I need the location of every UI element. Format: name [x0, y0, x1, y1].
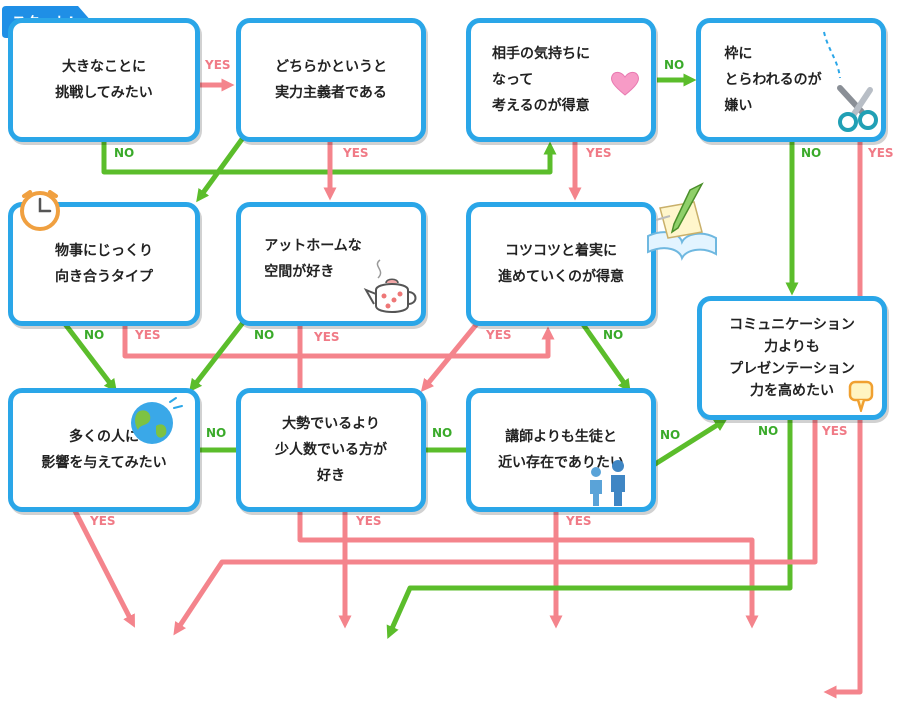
yes-label: YES	[822, 424, 848, 438]
question-text: 枠に とらわれるのが 嫌い	[724, 46, 822, 114]
scissors-icon	[823, 31, 878, 132]
notebook-pencil-icon	[647, 182, 717, 261]
yes-label: YES	[586, 146, 612, 160]
question-text: アットホームな 空間が好き	[264, 238, 362, 280]
globe-icon	[131, 397, 183, 444]
arrow-b1-no	[101, 140, 557, 175]
teapot-icon	[363, 259, 417, 313]
no-label: NO	[664, 58, 685, 72]
question-box-influence[interactable]: 多くの人に 影響を与えてみたい	[8, 388, 200, 512]
arrow-b11-no	[650, 418, 728, 469]
question-text: 講師よりも生徒と 近い存在でありたい	[498, 429, 624, 471]
clock-icon	[20, 190, 60, 231]
yes-label: YES	[205, 58, 231, 72]
question-text: どちらかというと 実力主義者である	[275, 59, 387, 101]
no-label: NO	[114, 146, 135, 160]
no-label: NO	[801, 146, 822, 160]
arrow-b5-no	[60, 318, 117, 393]
yes-label: YES	[314, 330, 340, 344]
question-text: コミュニケーション 力よりも プレゼンテーション 力を高めたい	[729, 317, 855, 399]
yes-label: YES	[343, 146, 369, 160]
question-box-challenge[interactable]: 大きなことに 挑戦してみたい	[8, 18, 200, 142]
speech-bubble-icon	[848, 380, 874, 412]
arrow-b7-yes	[420, 318, 482, 393]
no-label: NO	[603, 328, 624, 342]
question-box-steady[interactable]: コツコツと着実に 進めていくのが得意	[466, 202, 656, 326]
arrow-b2-no	[196, 133, 248, 203]
arrow-b6-no	[189, 318, 247, 393]
question-box-merit[interactable]: どちらかというと 実力主義者である	[236, 18, 426, 142]
yes-label: YES	[868, 146, 894, 160]
question-text: 大きなことに 挑戦してみたい	[55, 59, 153, 101]
arrow-b7-no	[577, 318, 631, 393]
yes-label: YES	[90, 514, 116, 528]
question-text: 大勢でいるより 少人数でいる方が 好き	[275, 416, 387, 484]
no-label: NO	[432, 426, 453, 440]
no-label: NO	[84, 328, 105, 342]
question-box-small-group[interactable]: 大勢でいるより 少人数でいる方が 好き	[236, 388, 426, 512]
question-text: 物事にじっくり 向き合うタイプ	[55, 243, 153, 285]
arrow-b9-yes	[69, 503, 135, 628]
no-label: NO	[758, 424, 779, 438]
yes-label: YES	[566, 514, 592, 528]
yes-label: YES	[486, 328, 512, 342]
arrow-b5-yes	[122, 325, 555, 359]
yes-label: YES	[356, 514, 382, 528]
people-icon	[590, 460, 625, 506]
arrow-b10-yes-side	[297, 510, 759, 629]
yes-label: YES	[135, 328, 161, 342]
heart-icon	[611, 71, 639, 96]
arrow-b8-yes	[173, 418, 818, 636]
question-text: 相手の気持ちに なって 考えるのが得意	[492, 46, 590, 114]
no-label: NO	[254, 328, 275, 342]
question-text: コツコツと着実に 進めていくのが得意	[498, 243, 624, 285]
no-label: NO	[660, 428, 681, 442]
question-text: 多くの人に 影響を与えてみたい	[41, 429, 167, 471]
no-label: NO	[206, 426, 227, 440]
arrow-b8-no	[386, 418, 793, 639]
